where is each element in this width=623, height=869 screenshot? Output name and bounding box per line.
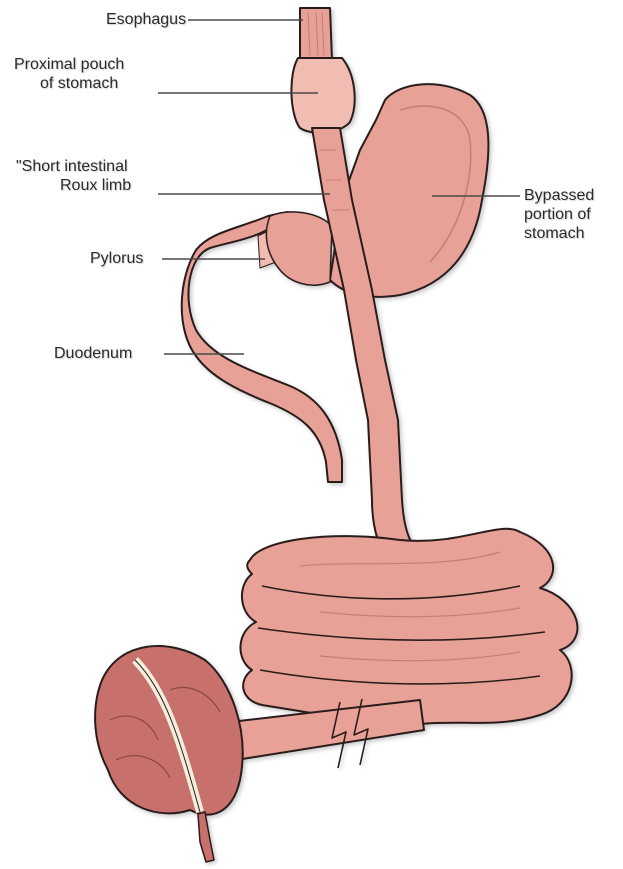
pylorus-text: Pylorus bbox=[90, 249, 143, 268]
esophagus-text: Esophagus bbox=[106, 10, 186, 29]
roux-line1: "Short intestinal bbox=[16, 157, 131, 176]
label-duodenum: Duodenum bbox=[54, 344, 132, 363]
label-proximal-pouch: Proximal pouch of stomach bbox=[14, 55, 124, 93]
label-bypassed: Bypassed portion of stomach bbox=[524, 186, 594, 243]
duodenum-text: Duodenum bbox=[54, 344, 132, 363]
bypassed-line1: Bypassed bbox=[524, 186, 594, 205]
proximal-pouch-line1: Proximal pouch bbox=[14, 55, 124, 74]
label-esophagus: Esophagus bbox=[106, 10, 186, 29]
label-pylorus: Pylorus bbox=[90, 249, 143, 268]
small-intestine-coils bbox=[240, 529, 577, 726]
bypassed-line2: portion of bbox=[524, 205, 594, 224]
label-roux-limb: "Short intestinal Roux limb bbox=[16, 157, 131, 195]
bypassed-line3: stomach bbox=[524, 224, 594, 243]
proximal-pouch-shape bbox=[291, 58, 354, 133]
proximal-pouch-line2: of stomach bbox=[40, 74, 124, 93]
colon-shape bbox=[95, 646, 243, 815]
roux-line2: Roux limb bbox=[60, 176, 131, 195]
